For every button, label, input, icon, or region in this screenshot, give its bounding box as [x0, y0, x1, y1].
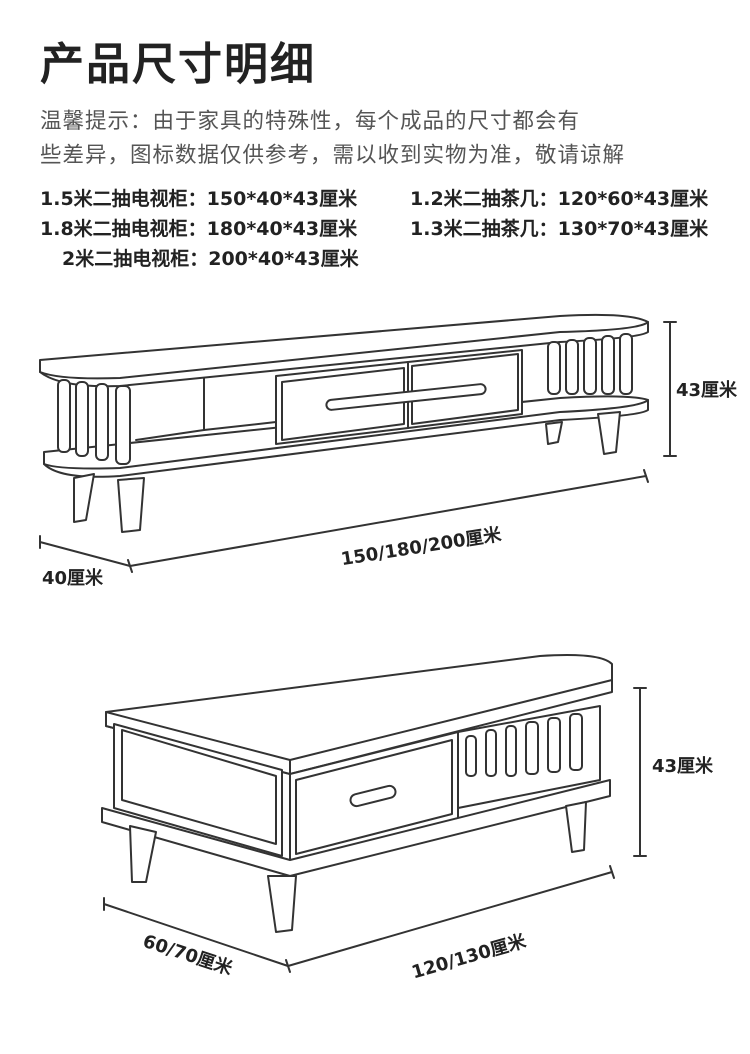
table-length-label: 120/130厘米 [409, 930, 529, 984]
spec-tv-150: 1.5米二抽电视柜：150*40*43厘米 [40, 188, 358, 210]
spec-tv-180: 1.8米二抽电视柜：180*40*43厘米 [40, 218, 358, 240]
page-title: 产品尺寸明细 [40, 39, 316, 90]
table-height-label: 43厘米 [652, 755, 714, 777]
tv-depth-label: 40厘米 [42, 567, 104, 589]
tip-line-2: 些差异，图标数据仅供参考，需以收到实物为准，敬请谅解 [40, 143, 626, 168]
spec-table-130: 1.3米二抽茶几：130*70*43厘米 [410, 218, 709, 240]
spec-tv-200: 2米二抽电视柜：200*40*43厘米 [62, 248, 359, 270]
spec-table-120: 1.2米二抽茶几：120*60*43厘米 [410, 188, 709, 210]
tip-line-1: 温馨提示：由于家具的特殊性，每个成品的尺寸都会有 [40, 109, 581, 134]
tv-cabinet-drawing: 43厘米 150/180/200厘米 40厘米 [39, 313, 738, 589]
tv-height-label: 43厘米 [676, 379, 738, 401]
table-depth-label: 60/70厘米 [140, 930, 236, 980]
